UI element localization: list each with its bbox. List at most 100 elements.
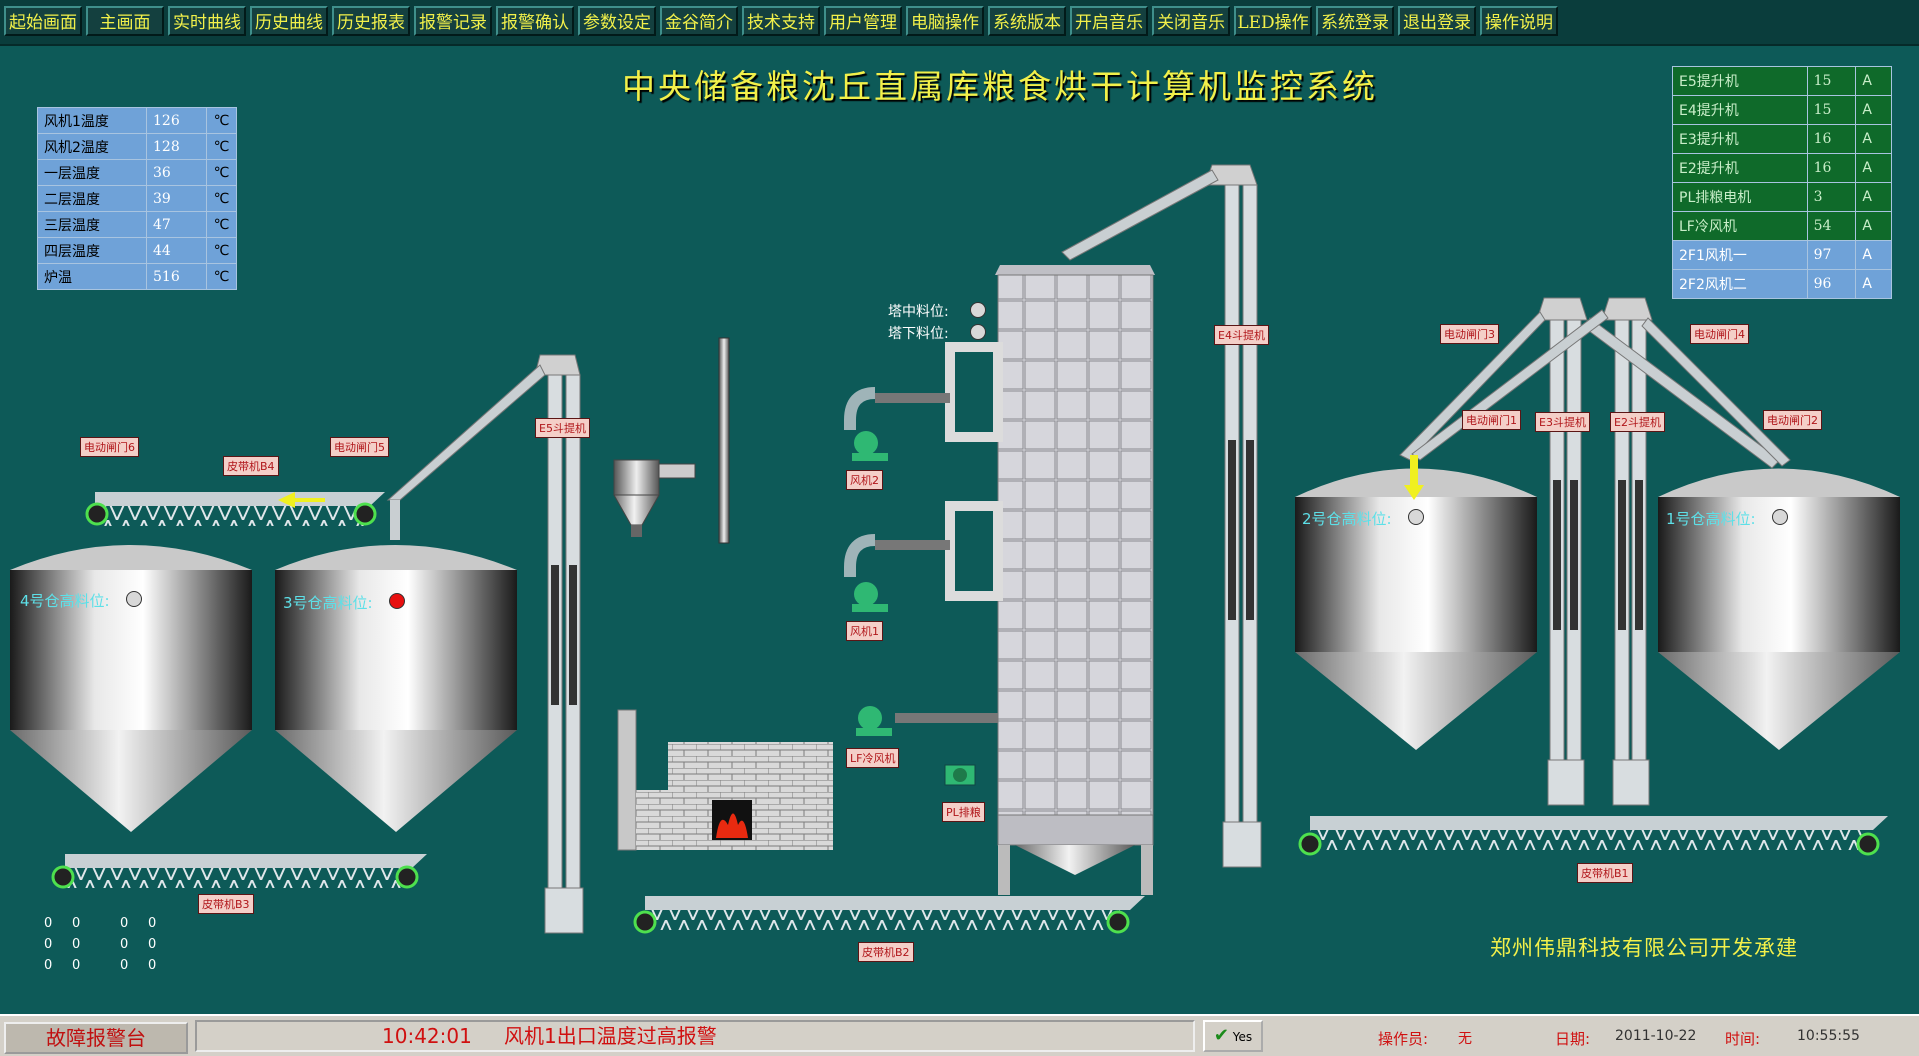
top-nav-bar: 起始画面 主画面 实时曲线 历史曲线 历史报表 报警记录 报警确认 参数设定 金… (0, 0, 1919, 46)
temp-label: 风机1温度 (37, 107, 147, 134)
belt-b4-label[interactable]: 皮带机B4 (223, 456, 279, 476)
nav-alarm-log[interactable]: 报警记录 (414, 6, 492, 36)
counter: 0 (44, 937, 53, 952)
counter: 0 (72, 937, 81, 952)
nav-main-screen[interactable]: 主画面 (86, 6, 164, 36)
elevator-e3-label[interactable]: E3斗提机 (1535, 412, 1590, 432)
current-label: LF冷风机 (1672, 211, 1808, 241)
current-unit: A (1855, 269, 1892, 299)
valve-4-label[interactable]: 电动闸门4 (1690, 324, 1749, 344)
counter: 0 (148, 916, 157, 931)
silo-3-level-indicator (389, 593, 405, 609)
alarm-message-box: 10:42:01 风机1出口温度过高报警 (195, 1020, 1195, 1052)
temp-label: 一层温度 (37, 159, 147, 186)
belt-b3-label[interactable]: 皮带机B3 (198, 894, 254, 914)
elevator-e2-label[interactable]: E2斗提机 (1610, 412, 1665, 432)
current-label: E2提升机 (1672, 153, 1808, 183)
nav-history-report[interactable]: 历史报表 (332, 6, 410, 36)
elevator-e4-label[interactable]: E4斗提机 (1214, 325, 1269, 345)
current-unit: A (1855, 211, 1892, 241)
nav-led-operation[interactable]: LED操作 (1234, 6, 1312, 36)
current-unit: A (1855, 182, 1892, 212)
nav-pc-operation[interactable]: 电脑操作 (906, 6, 984, 36)
nav-help[interactable]: 操作说明 (1480, 6, 1558, 36)
pl-discharge-label[interactable]: PL排粮 (942, 802, 985, 822)
current-value: 54 (1806, 211, 1857, 241)
distribution-chutes (1399, 309, 1791, 500)
date-label: 日期: (1555, 1030, 1591, 1048)
nav-realtime-curve[interactable]: 实时曲线 (168, 6, 246, 36)
nav-alarm-confirm[interactable]: 报警确认 (496, 6, 574, 36)
current-value: 16 (1806, 124, 1857, 154)
silo-2-level-label: 2号仓高料位: (1302, 510, 1392, 528)
current-unit: A (1855, 153, 1892, 183)
temp-value: 39 (146, 185, 207, 212)
valve-5-label[interactable]: 电动闸门5 (330, 437, 389, 457)
company-credit: 郑州伟鼎科技有限公司开发承建 (1490, 936, 1798, 960)
temp-unit: ℃ (206, 263, 237, 290)
nav-parameters[interactable]: 参数设定 (578, 6, 656, 36)
temp-value: 36 (146, 159, 207, 186)
valve-1-label[interactable]: 电动闸门1 (1462, 410, 1521, 430)
alarm-acknowledge-button[interactable]: ✔ Yes (1203, 1020, 1263, 1052)
plant-diagram (10, 164, 1900, 934)
tower-lower-level-indicator (970, 324, 986, 340)
temp-label: 三层温度 (37, 211, 147, 238)
fan-2-label[interactable]: 风机2 (846, 470, 883, 490)
silo-1-level-label: 1号仓高料位: (1666, 510, 1756, 528)
nav-system-version[interactable]: 系统版本 (988, 6, 1066, 36)
valve-6-label[interactable]: 电动闸门6 (80, 437, 139, 457)
nav-music-on[interactable]: 开启音乐 (1070, 6, 1148, 36)
temp-label: 风机2温度 (37, 133, 147, 160)
counter: 0 (120, 916, 129, 931)
dryer-tower (945, 265, 1155, 895)
current-value: 15 (1806, 66, 1857, 96)
lf-fan-label[interactable]: LF冷风机 (846, 748, 900, 768)
temp-value: 47 (146, 211, 207, 238)
belt-b1-label[interactable]: 皮带机B1 (1577, 863, 1633, 883)
silo-4-level-indicator (126, 591, 142, 607)
lf-cooling-fan (856, 706, 998, 736)
counter: 0 (44, 958, 53, 973)
nav-about[interactable]: 金谷简介 (660, 6, 738, 36)
nav-start-screen[interactable]: 起始画面 (4, 6, 82, 36)
silo-3 (275, 545, 517, 832)
temp-label: 四层温度 (37, 237, 147, 264)
nav-music-off[interactable]: 关闭音乐 (1152, 6, 1230, 36)
valve-2-label[interactable]: 电动闸门2 (1763, 410, 1822, 430)
temp-value: 516 (146, 263, 207, 290)
exhaust-pipe (718, 337, 730, 544)
belt-b2-label[interactable]: 皮带机B2 (858, 942, 914, 962)
temp-unit: ℃ (206, 159, 237, 186)
counter: 0 (72, 958, 81, 973)
operator-value: 无 (1458, 1031, 1472, 1047)
valve-3-label[interactable]: 电动闸门3 (1440, 324, 1499, 344)
tower-middle-level-indicator (970, 302, 986, 318)
nav-tech-support[interactable]: 技术支持 (742, 6, 820, 36)
elevator-e5-label[interactable]: E5斗提机 (535, 418, 590, 438)
temp-value: 126 (146, 107, 207, 134)
bucket-elevator-e5 (386, 354, 584, 934)
belt-conveyor-b3 (51, 854, 427, 889)
fan-2 (844, 387, 950, 461)
silo-2-level-indicator (1408, 509, 1424, 525)
nav-login[interactable]: 系统登录 (1316, 6, 1394, 36)
counter: 0 (120, 958, 129, 973)
fan-1-label[interactable]: 风机1 (846, 621, 883, 641)
current-label: E4提升机 (1672, 95, 1808, 125)
current-label: E5提升机 (1672, 66, 1808, 96)
check-icon: ✔ (1213, 1025, 1229, 1046)
counter: 0 (148, 937, 157, 952)
nav-user-management[interactable]: 用户管理 (824, 6, 902, 36)
nav-logout[interactable]: 退出登录 (1398, 6, 1476, 36)
current-value: 3 (1806, 182, 1857, 212)
nav-history-curve[interactable]: 历史曲线 (250, 6, 328, 36)
counter: 0 (120, 937, 129, 952)
